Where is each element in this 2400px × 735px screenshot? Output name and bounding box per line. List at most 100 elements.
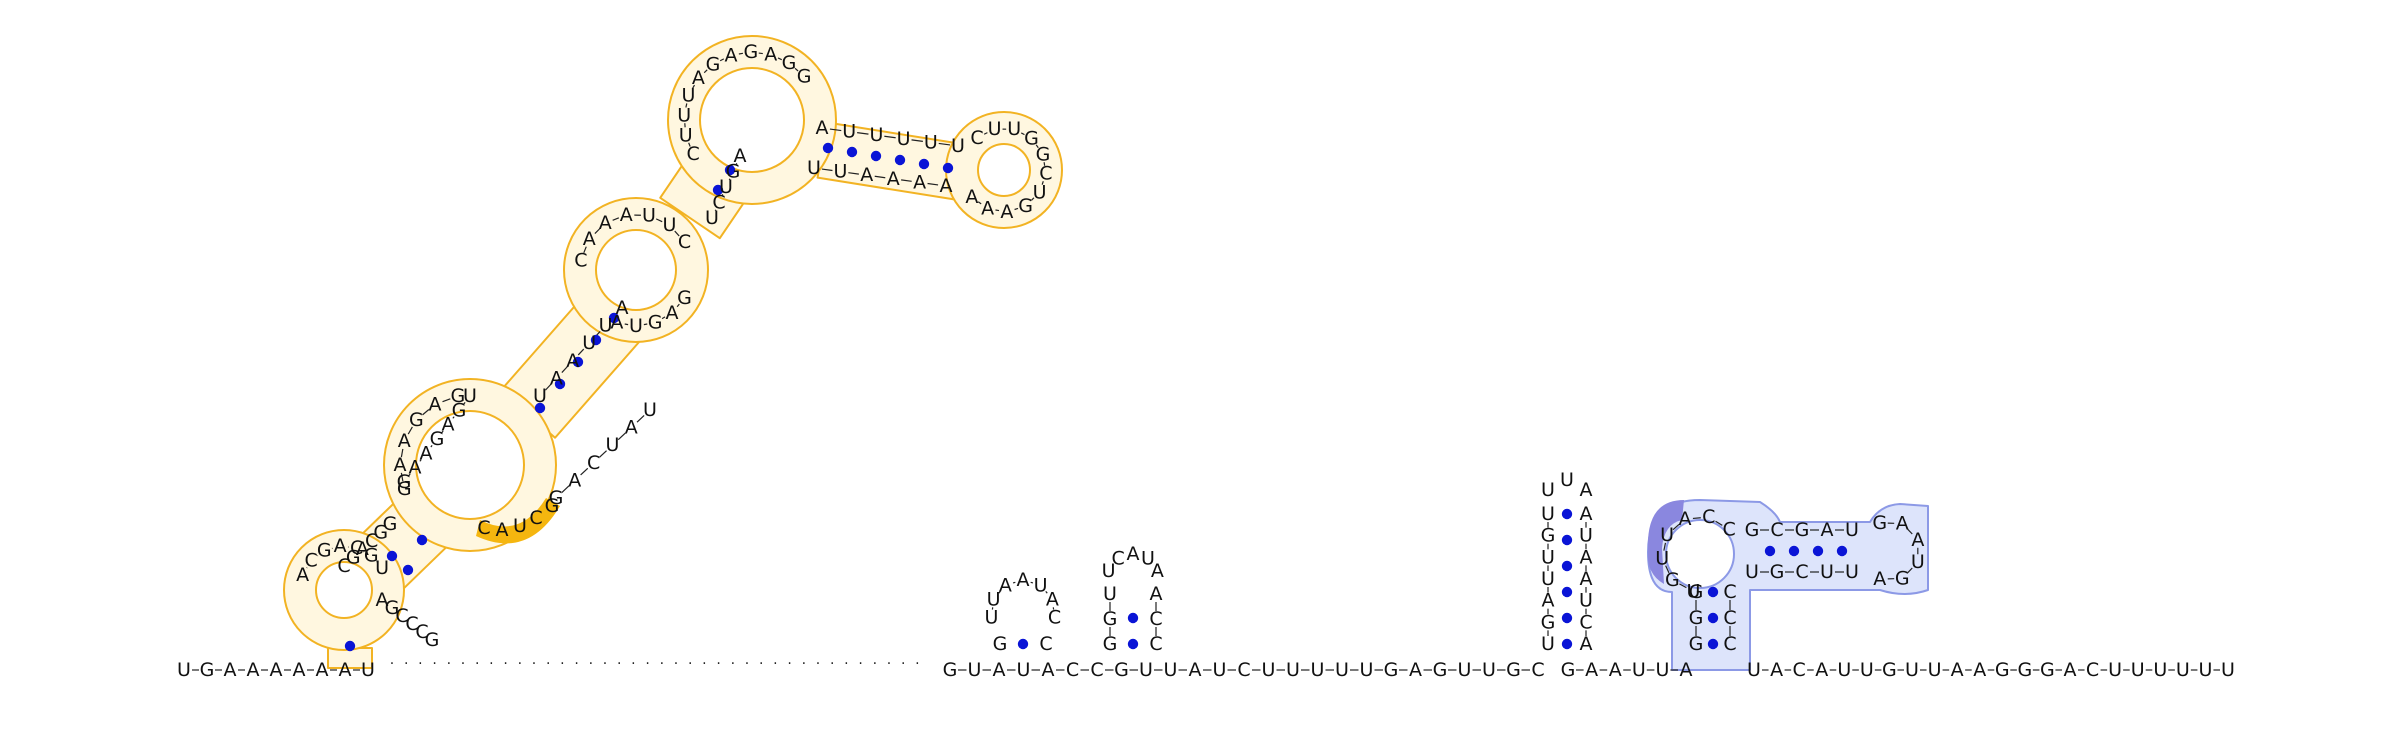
- backbone-middle-base: G: [1506, 659, 1521, 681]
- unpaired-dot: ·: [475, 656, 479, 672]
- tall-hairpin-loop-base: U: [1560, 469, 1574, 491]
- domain-a-hairpin-top-base: U: [924, 131, 938, 153]
- domain-a-loop2-base: G: [397, 478, 412, 500]
- tall-hairpin-right-base: C: [1579, 611, 1592, 633]
- backbone-far-right-base: A: [2064, 659, 2077, 681]
- domain-a-hairpin-loop-base: C: [970, 127, 983, 149]
- unpaired-dot: ·: [390, 656, 394, 672]
- base-pair-dot: [871, 151, 881, 161]
- domain-b-arm-loop-base: G: [1895, 567, 1910, 589]
- unpaired-dot: ·: [702, 656, 706, 672]
- backbone-far-right-base: U: [2108, 659, 2122, 681]
- domain-a-helix2c-base: C: [587, 452, 600, 474]
- backbone-far-right-base: G: [2017, 659, 2032, 681]
- domain-b-arm-top-base: G: [1745, 519, 1760, 541]
- domain-b-arm-loop-base: A: [1911, 529, 1924, 551]
- hairpin1-base: C: [1039, 633, 1052, 655]
- backbone-middle-base: U: [1286, 659, 1300, 681]
- base-pair-dot: [417, 535, 427, 545]
- unpaired-dot: ·: [574, 656, 578, 672]
- backbone-middle-base: G: [1384, 659, 1399, 681]
- domain-a-hairpin-loop-base: A: [1000, 201, 1013, 223]
- backbone-middle-base: A: [1409, 659, 1422, 681]
- domain-a-highlight-base: C: [477, 517, 490, 539]
- backbone-far-right-base: G: [1882, 659, 1897, 681]
- base-pair-dot: [1128, 639, 1138, 649]
- hairpin2-right-base: A: [1150, 583, 1163, 605]
- backbone-left-base: A: [293, 659, 306, 681]
- domain-a-loop3-base: C: [574, 249, 587, 271]
- base-pair-dot: [1128, 613, 1138, 623]
- domain-a-helix2b-base: U: [582, 332, 596, 354]
- domain-a-helix2b-base: U: [533, 385, 547, 407]
- domain-a-hairpin-bottom-base: U: [833, 161, 847, 183]
- domain-a-helix2c-base: A: [568, 469, 581, 491]
- domain-b-bulge-base: G: [1665, 569, 1680, 591]
- backbone-left-base: G: [200, 659, 215, 681]
- domain-a-loop4-base: A: [692, 67, 705, 89]
- backbone-far-right-base: A: [1951, 659, 1964, 681]
- domain-b-arm-bottom-base: C: [1795, 561, 1808, 583]
- tall-hairpin-right-base: A: [1580, 568, 1593, 590]
- tall-hairpin-left-base: A: [1542, 590, 1555, 612]
- base-pair-dot: [1562, 535, 1572, 545]
- unpaired-dot: ·: [773, 656, 777, 672]
- hairpin2-loop-base: A: [1127, 543, 1140, 565]
- unpaired-dot: ·: [560, 656, 564, 672]
- domain-a-loop1-base: A: [334, 535, 347, 557]
- backbone-middle-base: A: [1042, 659, 1055, 681]
- domain-b-stem-right-base: C: [1723, 581, 1736, 603]
- domain-a-hairpin-bottom-base: U: [807, 157, 821, 179]
- domain-a-highlight-base: C: [529, 507, 542, 529]
- domain-a-helix2c-base: U: [643, 399, 657, 421]
- backbone-middle-base: G: [943, 659, 958, 681]
- domain-a-loop1-base: C: [350, 537, 363, 559]
- domain-a-helix3-base: A: [734, 145, 747, 167]
- backbone-link: [995, 210, 999, 211]
- domain-a-highlight-base: G: [545, 495, 560, 517]
- backbone-far-right-base: U: [2153, 659, 2167, 681]
- domain-b-arm-loop-base: A: [1896, 513, 1909, 535]
- domain-b-arm-bottom-base: U: [1820, 561, 1834, 583]
- backbone-far-right-base: C: [2086, 659, 2099, 681]
- base-pair-dot: [1562, 587, 1572, 597]
- domain-a-hairpin-loop-base: A: [965, 186, 978, 208]
- domain-a-loop2-base: G: [450, 385, 465, 407]
- domain-b-arm-loop-base: U: [1911, 551, 1925, 573]
- tall-hairpin-right-base: U: [1579, 525, 1593, 547]
- backbone-middle-base: U: [968, 659, 982, 681]
- domain-b-bulge-base: C: [1722, 519, 1735, 541]
- backbone-left-base: A: [339, 659, 352, 681]
- backbone-link: [1693, 518, 1701, 519]
- unpaired-dot: ·: [759, 656, 763, 672]
- domain-b-arm-bottom-base: U: [1745, 561, 1759, 583]
- hairpin2-loop-base: A: [1151, 560, 1164, 582]
- backbone-far-right-base: C: [1793, 659, 1806, 681]
- domain-a-loop4-base: U: [677, 104, 691, 126]
- base-pair-dot: [1018, 639, 1028, 649]
- base-pair-dot: [847, 147, 857, 157]
- domain-a-hairpin-top-base: U: [951, 135, 965, 157]
- domain-b-arm-bottom-base: G: [1770, 561, 1785, 583]
- base-pair-dot: [1708, 639, 1718, 649]
- backbone-far-right-base: U: [1747, 659, 1761, 681]
- backbone-far-right-base: U: [2176, 659, 2190, 681]
- hairpin2-loop-base: C: [1111, 548, 1124, 570]
- unpaired-dot: ·: [489, 656, 493, 672]
- backbone-far-right-base: U: [2131, 659, 2145, 681]
- domain-a-loop4-base: G: [782, 52, 797, 74]
- tall-hairpin-left-base: U: [1541, 633, 1555, 655]
- domain-a-loop3b-base: A: [610, 312, 623, 334]
- base-pair-dot: [1562, 613, 1572, 623]
- backbone-link: [625, 324, 628, 325]
- domain-a-hairpin-loop-base: A: [981, 198, 994, 220]
- backbone-far-right-base: U: [1837, 659, 1851, 681]
- base-pair-dot: [345, 641, 355, 651]
- unpaired-dot: ·: [802, 656, 806, 672]
- domain-a-loop2-base: G: [409, 409, 424, 431]
- domain-a-hairpin-bottom-base: A: [913, 171, 926, 193]
- domain-b-stem-left-base: G: [1689, 633, 1704, 655]
- backbone-link: [644, 324, 647, 325]
- domain-a-loop4-base: G: [797, 65, 812, 87]
- domain-a-helix1-return-base: G: [425, 629, 440, 651]
